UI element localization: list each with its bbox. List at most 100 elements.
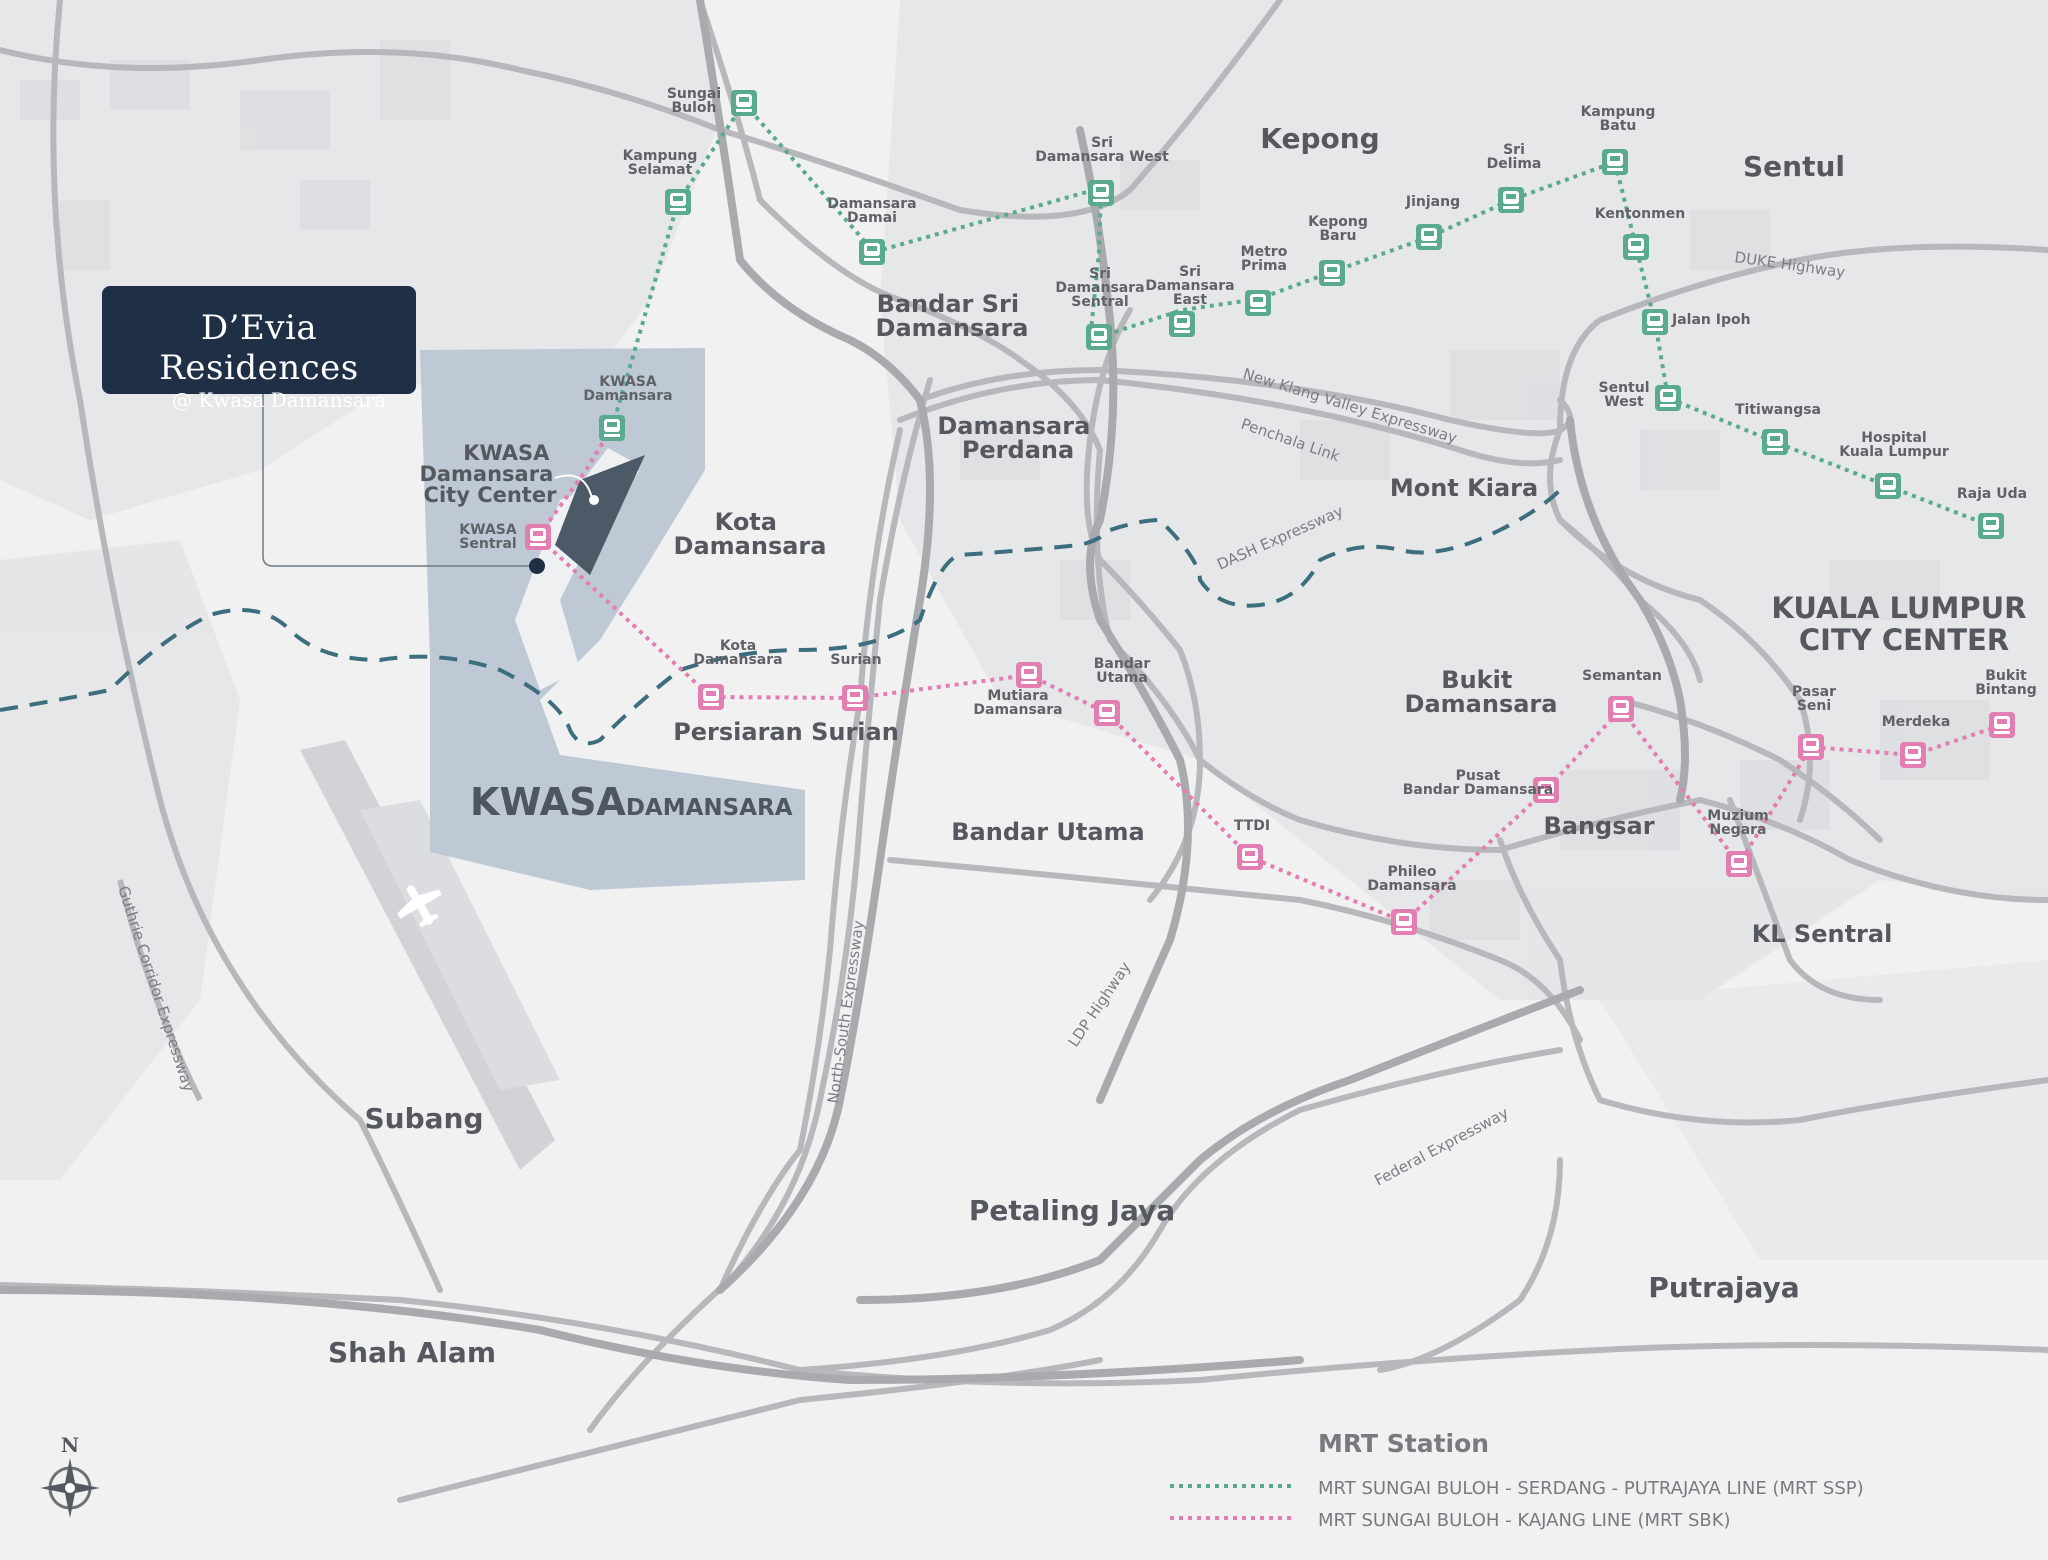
area-sentul: Sentul xyxy=(1743,150,1845,183)
sbk-station-icon[interactable] xyxy=(1900,742,1926,768)
area-kepong: Kepong xyxy=(1260,122,1379,155)
area-kl-sentral: KL Sentral xyxy=(1752,920,1893,948)
kwasa-city-center-leader xyxy=(554,474,599,505)
area-kota-damansara-2: Damansara xyxy=(674,532,827,560)
ssp-station-icon[interactable] xyxy=(1088,180,1114,206)
area-bandar-sri-damansara: Bandar Sri Damansara xyxy=(876,290,1029,342)
roads xyxy=(0,0,2048,1503)
main-roads xyxy=(0,0,1689,1384)
area-subang: Subang xyxy=(364,1102,483,1135)
ssp-station-label: Titiwangsa xyxy=(1735,402,1821,418)
guthrie-road xyxy=(117,879,203,1102)
area-kota-damansara-1: Kota xyxy=(715,508,777,536)
project-title: D’Evia Residences xyxy=(159,308,359,388)
sbk-station-label: TTDI xyxy=(1234,818,1270,834)
ssp-station-icon[interactable] xyxy=(1642,309,1668,335)
ssp-station-icon[interactable] xyxy=(599,415,625,441)
sbk-station-label: Merdeka xyxy=(1882,714,1951,730)
area-labels: Kepong Sentul Bandar Sri Damansara Daman… xyxy=(328,122,2036,1369)
area-bukit-damansara-1: Bukit xyxy=(1441,666,1512,694)
legend-title: MRT Station xyxy=(1318,1429,1489,1458)
ssp-station-icon[interactable] xyxy=(1655,385,1681,411)
sbk-station-icon[interactable] xyxy=(1237,844,1263,870)
ssp-station-icon[interactable] xyxy=(1498,187,1524,213)
area-bangsar: Bangsar xyxy=(1543,812,1654,840)
area-persiaran-surian: Persiaran Surian xyxy=(673,718,899,746)
ssp-station-icon[interactable] xyxy=(731,90,757,116)
sbk-station-icon[interactable] xyxy=(1094,700,1120,726)
ssp-station-icon[interactable] xyxy=(1086,324,1112,350)
ssp-station-icon[interactable] xyxy=(1602,149,1628,175)
ssp-station-icon[interactable] xyxy=(859,239,885,265)
project-callout[interactable]: D’Evia Residences @ Kwasa Damansara xyxy=(102,286,416,412)
area-klcc-2: CITY CENTER xyxy=(1799,623,2009,657)
area-bandar-utama: Bandar Utama xyxy=(951,818,1145,846)
ssp-station-icon[interactable] xyxy=(665,189,691,215)
sbk-line xyxy=(535,426,2003,925)
ssp-station-icon[interactable] xyxy=(1762,429,1788,455)
airport-area xyxy=(300,740,560,1170)
area-mont-kiara: Mont Kiara xyxy=(1390,474,1538,502)
sbk-station-label: Surian xyxy=(830,652,881,668)
airplane-icon xyxy=(397,885,442,928)
sbk-station-icon[interactable] xyxy=(1726,851,1752,877)
area-putrajaya: Putrajaya xyxy=(1648,1271,1799,1304)
area-kwasa-city-center-3: City Center xyxy=(424,483,558,507)
area-damansara-perdana-1: Damansara xyxy=(937,412,1090,440)
area-bandar-sri-damansara-2: Damansara xyxy=(876,314,1029,342)
ssp-station-icon[interactable] xyxy=(1416,224,1442,250)
area-klcc: KUALA LUMPUR CITY CENTER xyxy=(1771,591,2036,657)
kwasa-city-center-plot xyxy=(555,455,645,575)
callout-leader xyxy=(262,394,545,574)
ssp-station-icon[interactable] xyxy=(1169,311,1195,337)
legend: MRT Station MRT SUNGAI BULOH - SERDANG -… xyxy=(1170,1429,1864,1531)
sbk-station-icon[interactable] xyxy=(1989,712,2015,738)
sbk-station-icon[interactable] xyxy=(525,524,551,550)
sbk-station-icon[interactable] xyxy=(1608,696,1634,722)
sbk-station-icon[interactable] xyxy=(1391,909,1417,935)
ssp-station-label: Raja Uda xyxy=(1957,486,2027,502)
ssp-station-icon[interactable] xyxy=(1319,260,1345,286)
kwasa-development-area xyxy=(420,348,805,890)
legend-ssp-label: MRT SUNGAI BULOH - SERDANG - PUTRAJAYA L… xyxy=(1318,1478,1864,1499)
ssp-station-icon[interactable] xyxy=(1245,290,1271,316)
ssp-station-label: Kentonmen xyxy=(1595,206,1685,222)
area-kwasa-city-center-2: Damansara xyxy=(419,462,553,486)
ssp-station-icon[interactable] xyxy=(1875,473,1901,499)
area-klcc-1: KUALA LUMPUR xyxy=(1771,591,2026,625)
legend-sbk-label: MRT SUNGAI BULOH - KAJANG LINE (MRT SBK) xyxy=(1318,1510,1731,1531)
sbk-station-icon[interactable] xyxy=(1798,734,1824,760)
ssp-station-label: Jalan Ipoh xyxy=(1671,312,1751,328)
compass-icon: N xyxy=(40,1433,100,1518)
ssp-station-icon[interactable] xyxy=(1623,234,1649,260)
sbk-station-icon[interactable] xyxy=(842,685,868,711)
area-kota-damansara: Kota Damansara xyxy=(674,508,827,560)
area-kwasa-city-center: KWASA Damansara City Center xyxy=(419,441,560,507)
project-subtitle: @ Kwasa Damansara xyxy=(171,388,387,412)
area-bukit-damansara: Bukit Damansara xyxy=(1405,666,1558,718)
sbk-station-icon[interactable] xyxy=(698,684,724,710)
ssp-station-icon[interactable] xyxy=(1978,513,2004,539)
sbk-station-label: Semantan xyxy=(1582,668,1662,684)
sbk-station-icon[interactable] xyxy=(1016,662,1042,688)
